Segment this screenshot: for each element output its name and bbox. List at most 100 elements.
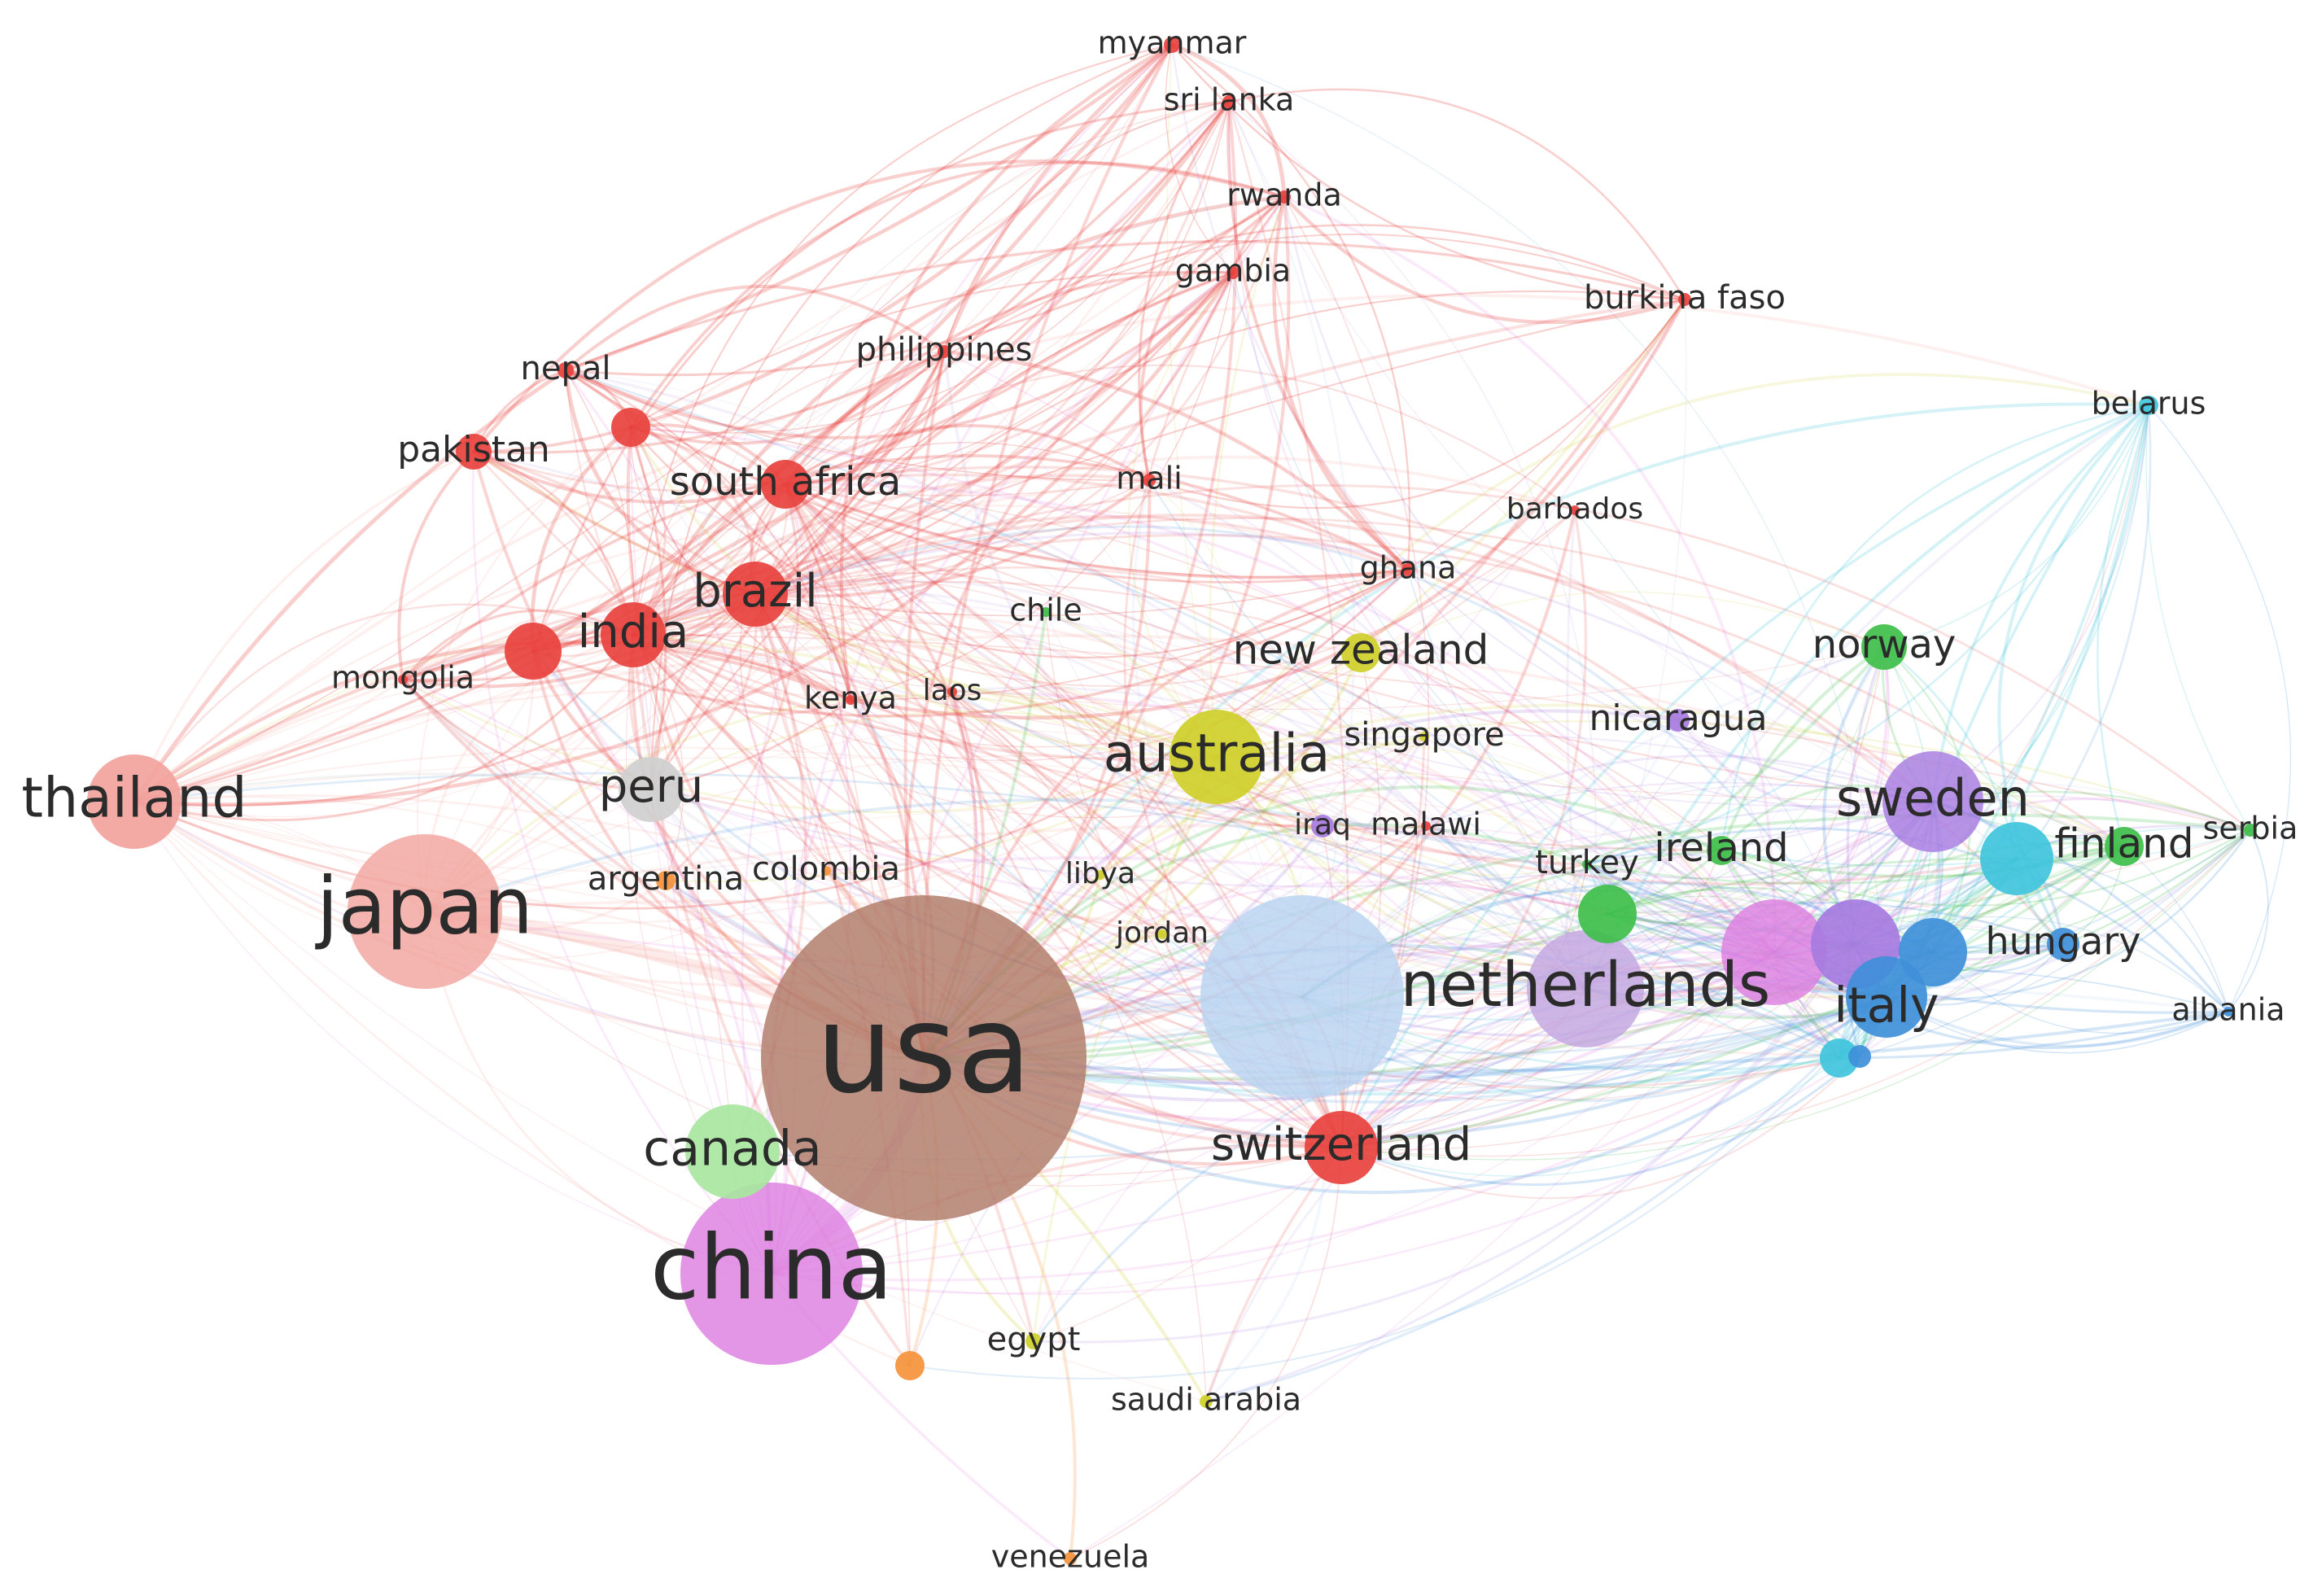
node-egypt[interactable] [1025, 1333, 1042, 1349]
node-brazil[interactable] [723, 562, 788, 627]
edge [770, 735, 1426, 1275]
edge [133, 483, 787, 803]
edge [1216, 591, 1885, 758]
label-netherlands: netherlands [1401, 948, 1771, 1021]
node-hungary[interactable] [2047, 928, 2079, 960]
node-libya[interactable] [1095, 870, 1105, 880]
node-mongolia[interactable] [398, 675, 408, 684]
edge [771, 864, 1588, 1275]
node-singapore[interactable] [1419, 732, 1429, 741]
label-rwanda: rwanda [1226, 177, 1341, 213]
node-malawi[interactable] [1421, 821, 1431, 831]
edge [1773, 404, 2149, 953]
edge [133, 44, 1173, 802]
edge [784, 364, 1576, 512]
node-albania[interactable] [2223, 1007, 2233, 1017]
node-belarus[interactable] [2139, 396, 2158, 415]
node-nepal[interactable] [557, 362, 574, 378]
node-pakistan[interactable] [456, 434, 492, 470]
node-jordan[interactable] [1157, 929, 1167, 939]
edge [754, 569, 1409, 617]
node-barbados[interactable] [1570, 505, 1580, 515]
edge [401, 678, 653, 791]
node-rwanda[interactable] [1278, 190, 1291, 203]
label-libya: libya [1065, 857, 1135, 890]
node-usa[interactable] [761, 895, 1087, 1221]
edge [784, 483, 1857, 969]
node-nicaragua[interactable] [1667, 709, 1690, 732]
node-india[interactable] [601, 602, 666, 667]
edge [563, 368, 758, 597]
node-chile[interactable] [1041, 607, 1051, 617]
node-belgium[interactable] [1578, 885, 1637, 943]
node-sri-lanka[interactable] [1222, 95, 1235, 108]
edge [133, 479, 1151, 803]
node-mexico[interactable] [895, 1351, 925, 1380]
node-australia[interactable] [1170, 710, 1264, 804]
edge [423, 195, 1286, 913]
edge [133, 606, 1589, 866]
node-myanmar[interactable] [1164, 37, 1180, 53]
label-barbados: barbados [1506, 492, 1643, 526]
node-saudi-arabia[interactable] [1200, 1395, 1213, 1408]
node-new-zealand[interactable] [1341, 633, 1380, 672]
node-denmark[interactable] [1980, 822, 2053, 895]
edge [1931, 404, 2150, 803]
node-turkey[interactable] [1582, 859, 1592, 869]
node-china[interactable] [680, 1183, 863, 1365]
node-kenya[interactable] [846, 695, 855, 705]
node-venezuela[interactable] [1064, 1552, 1077, 1565]
edge [784, 483, 1324, 828]
edge [1215, 719, 2252, 832]
node-south-africa[interactable] [761, 460, 810, 509]
node-italy[interactable] [1846, 956, 1927, 1038]
edge [1773, 842, 2126, 954]
node-spain[interactable] [1899, 918, 1967, 986]
edge [1032, 755, 1218, 1343]
edge [564, 369, 1587, 990]
edge [629, 426, 1776, 954]
edge [133, 603, 635, 803]
node-iraq[interactable] [1311, 815, 1334, 837]
node-mali[interactable] [1143, 474, 1156, 487]
node-germany[interactable] [1721, 899, 1827, 1005]
edge [770, 845, 2126, 1296]
edge [133, 350, 946, 807]
node-japan[interactable] [348, 834, 502, 989]
node-thailand[interactable] [87, 754, 181, 849]
node-switzerland[interactable] [1305, 1111, 1378, 1184]
edge [785, 101, 1230, 485]
label-brazil: brazil [693, 565, 817, 618]
node-uk[interactable] [1200, 895, 1404, 1099]
edge [1424, 754, 1935, 828]
node-bangladesh[interactable] [505, 623, 562, 680]
edge [1283, 195, 1776, 954]
edge [564, 239, 1686, 372]
node-sweden[interactable] [1882, 751, 1983, 852]
node-austria[interactable] [1820, 1038, 1859, 1078]
node-finland[interactable] [2105, 827, 2144, 866]
edge [133, 801, 772, 1275]
edge [1099, 776, 1776, 954]
node-norway[interactable] [1861, 624, 1907, 670]
node-serbia[interactable] [2244, 824, 2257, 837]
node-colombia[interactable] [821, 866, 831, 876]
node-ireland[interactable] [1707, 836, 1736, 865]
node-philippines[interactable] [938, 345, 951, 358]
node-argentina[interactable] [656, 871, 676, 890]
node-peru[interactable] [619, 757, 684, 822]
node-netherlands[interactable] [1527, 930, 1644, 1047]
node-indonesia[interactable] [611, 408, 650, 447]
edge [632, 633, 1861, 1089]
node-canada[interactable] [685, 1104, 780, 1199]
node-laos[interactable] [947, 687, 957, 697]
node-burkina-faso[interactable] [1678, 293, 1691, 306]
node-gambia[interactable] [1226, 266, 1240, 279]
edge [754, 514, 1410, 596]
node-portugal[interactable] [1848, 1045, 1871, 1068]
edge [1045, 611, 1586, 990]
edge [1227, 100, 1356, 999]
edge [632, 633, 1218, 761]
node-ghana[interactable] [1401, 563, 1414, 576]
label-laos: laos [923, 674, 982, 707]
